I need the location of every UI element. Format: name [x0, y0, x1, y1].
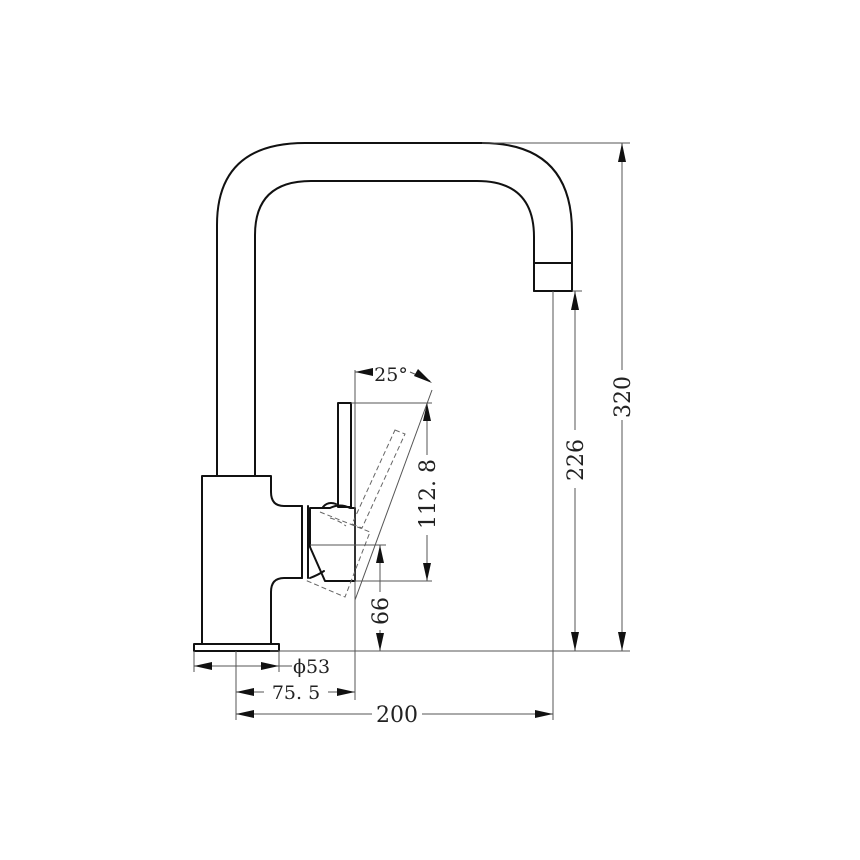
angle-swing-line: [354, 389, 433, 601]
label-handle-angle: 25°: [374, 364, 408, 386]
label-overall-height: 320: [611, 376, 636, 418]
tilted-block-inner: [329, 517, 347, 527]
handle-knob: [322, 502, 337, 508]
handle-lever: [337, 402, 352, 508]
tilted-handle-ghost: [304, 389, 433, 601]
dimension-overall-height: 320: [270, 142, 636, 652]
label-base-diameter: ϕ53: [293, 656, 330, 678]
dimension-body-to-handle: 75. 5: [236, 680, 355, 704]
tap-outline: [193, 142, 573, 652]
body-handle-joint: [301, 505, 309, 579]
dimension-pivot-height: 66: [310, 544, 394, 651]
handle-block-curve: [309, 570, 325, 579]
tilted-block-outline: [304, 511, 371, 598]
label-handle-travel: 112. 8: [416, 459, 441, 529]
dimension-spout-reach: 200: [236, 701, 553, 728]
label-spout-reach: 200: [376, 703, 418, 728]
tap-body: [201, 475, 303, 645]
base-plate: [193, 643, 280, 652]
label-pivot-height: 66: [369, 597, 394, 625]
spout-aerator: [533, 262, 573, 292]
spout-outer-edge: [216, 142, 573, 476]
handle-block: [309, 504, 356, 582]
spout-inner-edge: [254, 180, 535, 476]
label-outlet-height: 226: [564, 439, 589, 481]
dimension-handle-angle: 25°: [355, 364, 432, 386]
label-body-to-handle: 75. 5: [272, 682, 320, 704]
dimension-base-diameter: ϕ53: [193, 651, 330, 678]
dimension-outlet-height: 226: [563, 290, 589, 651]
tilted-lever-outline: [351, 429, 406, 529]
dimension-handle-travel: 112. 8: [351, 402, 441, 582]
